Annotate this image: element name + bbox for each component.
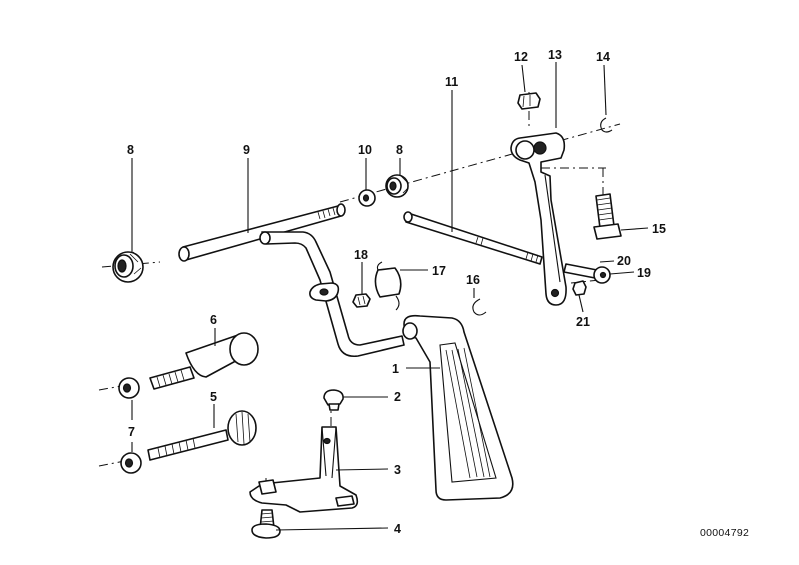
callout-6: 6 [210, 313, 217, 327]
bolt-15 [593, 193, 622, 240]
circlip-16 [472, 298, 487, 316]
callout-10: 10 [358, 143, 372, 157]
accelerator-pedal-1 [402, 314, 514, 501]
leader-lines [131, 62, 649, 531]
screw-4 [251, 509, 281, 539]
callout-21: 21 [576, 315, 590, 329]
callout-8-left: 8 [127, 143, 134, 157]
callout-19: 19 [637, 266, 651, 280]
callout-2: 2 [394, 390, 401, 404]
pin-20 [563, 263, 598, 279]
bracket-3 [249, 426, 359, 513]
callout-3: 3 [394, 463, 401, 477]
washer-19 [593, 266, 611, 284]
bell-crank-13 [510, 132, 567, 306]
callout-8-right: 8 [396, 143, 403, 157]
clip-14 [600, 117, 613, 133]
bushing-8-left [112, 251, 144, 283]
callout-14: 14 [596, 50, 610, 64]
document-id: 00004792 [700, 527, 749, 539]
callout-16: 16 [466, 273, 480, 287]
stop-buffer-6 [149, 332, 259, 390]
pedal-lever-rod [259, 231, 405, 358]
nut-7-upper [118, 377, 140, 399]
callout-5: 5 [210, 390, 217, 404]
rod-11 [403, 211, 543, 265]
callout-20: 20 [617, 254, 631, 268]
nut-18 [352, 293, 371, 308]
bushing-8-right [385, 174, 409, 198]
adjusting-screw-5 [147, 410, 257, 461]
nut-21 [572, 280, 587, 296]
rubber-stop-2 [323, 389, 344, 411]
callout-7: 7 [128, 425, 135, 439]
callout-18: 18 [354, 248, 368, 262]
callout-9: 9 [243, 143, 250, 157]
callout-labels: 1 2 3 4 5 6 7 8 9 10 8 11 12 13 14 15 16… [127, 48, 666, 536]
callout-4: 4 [394, 522, 401, 536]
spring-17 [374, 261, 402, 311]
callout-15: 15 [652, 222, 666, 236]
callout-17: 17 [432, 264, 446, 278]
callout-11: 11 [445, 75, 458, 89]
callout-13: 13 [548, 48, 562, 62]
washer-10 [358, 189, 376, 207]
nut-12 [517, 92, 541, 110]
callout-1: 1 [392, 362, 399, 376]
callout-12: 12 [514, 50, 528, 64]
nut-7-lower [120, 452, 142, 474]
